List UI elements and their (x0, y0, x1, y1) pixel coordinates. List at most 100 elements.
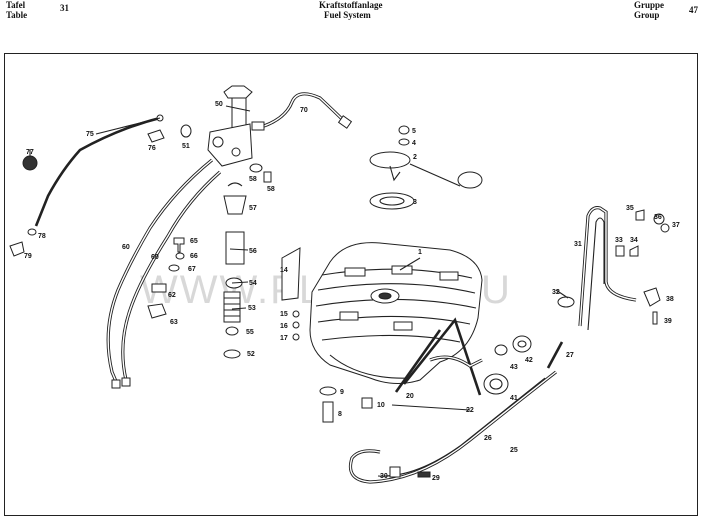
callout-78: 78 (38, 233, 46, 240)
callout-20: 20 (406, 393, 414, 400)
title-de: Kraftstoffanlage (319, 0, 383, 10)
callout-41: 41 (510, 395, 518, 402)
clip-30 (389, 466, 401, 478)
callout-77: 77 (26, 149, 34, 156)
callout-65: 65 (190, 238, 198, 245)
callout-50: 50 (215, 101, 223, 108)
callout-26: 26 (484, 435, 492, 442)
washer-9 (319, 386, 337, 396)
drain-plug-8 (322, 401, 334, 423)
nut-36 (653, 213, 665, 225)
callout-33: 33 (615, 237, 623, 244)
washer-52 (223, 349, 241, 359)
bolt-39 (652, 311, 658, 325)
callout-3: 3 (413, 199, 417, 206)
gasket-55 (225, 326, 239, 336)
diagram-frame (4, 53, 698, 516)
callout-22: 22 (466, 407, 474, 414)
bolt-58b (263, 171, 272, 183)
callout-2: 2 (413, 154, 417, 161)
filler-cap-42 (512, 335, 532, 353)
callout-10: 10 (377, 402, 385, 409)
fuel-level-sender-2 (369, 151, 411, 169)
callout-34: 34 (630, 237, 638, 244)
nut-5 (398, 125, 410, 135)
callout-54: 54 (249, 280, 257, 287)
callout-60b: 60 (151, 254, 159, 261)
callout-14: 14 (280, 267, 288, 274)
gruppe-label-de: Gruppe (634, 0, 665, 10)
callout-75: 75 (86, 131, 94, 138)
callout-62: 62 (168, 292, 176, 299)
callout-5: 5 (412, 128, 416, 135)
gasket-3 (369, 192, 415, 210)
callout-60a: 60 (122, 244, 130, 251)
callout-39: 39 (664, 318, 672, 325)
vent-line-75 (34, 116, 161, 227)
callout-9: 9 (340, 389, 344, 396)
sender-float (457, 171, 483, 189)
spacer-10 (361, 397, 373, 409)
connector-34 (629, 245, 639, 257)
shield-14 (281, 247, 301, 301)
bolt-27 (546, 341, 564, 369)
filler-neck-41 (483, 373, 509, 395)
callout-57: 57 (249, 205, 257, 212)
washer-58a (249, 163, 263, 173)
callout-53: 53 (248, 305, 256, 312)
callout-32: 32 (552, 289, 560, 296)
tank-strap-20 (394, 329, 442, 393)
filter-53 (223, 291, 241, 323)
vent-line-31 (578, 206, 637, 327)
fuel-line-25 (348, 370, 557, 484)
hose-fitting-70 (251, 121, 265, 131)
seal-ring-43 (494, 344, 508, 356)
callout-63: 63 (170, 319, 178, 326)
sleeve-29 (417, 471, 431, 478)
callout-66: 66 (190, 253, 198, 260)
plug-79 (9, 241, 25, 257)
callout-79: 79 (24, 253, 32, 260)
valve-33 (615, 245, 625, 257)
filter-element-56 (225, 231, 245, 265)
callout-58a: 58 (249, 176, 257, 183)
filter-cap-57 (223, 195, 247, 215)
callout-25: 25 (510, 447, 518, 454)
callouts: 1 2 3 4 5 8 9 10 14 15 16 17 20 22 25 26… (24, 101, 680, 482)
callout-16: 16 (280, 323, 288, 330)
screw-35 (635, 209, 645, 221)
washer-66 (175, 252, 185, 260)
page-header: Tafel Table 31 Kraftstoffanlage Fuel Sys… (0, 0, 704, 34)
callout-43: 43 (510, 364, 518, 371)
washer-4 (398, 138, 410, 146)
callout-55: 55 (246, 329, 254, 336)
bracket-63 (147, 303, 167, 319)
callout-56: 56 (249, 248, 257, 255)
elbow-38 (643, 287, 661, 307)
washer-37 (660, 223, 670, 233)
callout-42: 42 (525, 357, 533, 364)
callout-67: 67 (188, 266, 196, 273)
clip-62 (151, 283, 167, 293)
tafel-label-en: Table (6, 10, 28, 20)
callout-1: 1 (418, 249, 422, 256)
bolt-65 (173, 237, 185, 253)
callout-8: 8 (338, 411, 342, 418)
nut-17 (292, 333, 300, 341)
grommet-77 (22, 155, 38, 171)
fuel-tank (309, 242, 483, 384)
washer-16 (292, 321, 300, 329)
callout-17: 17 (280, 335, 288, 342)
group-number: 47 (689, 5, 698, 15)
rubber-ring-51 (180, 124, 192, 138)
callout-70: 70 (300, 107, 308, 114)
callout-52: 52 (247, 351, 255, 358)
tank-strap-22 (402, 317, 482, 396)
callout-76: 76 (148, 145, 156, 152)
fuel-line-26 (377, 377, 546, 477)
callout-37: 37 (672, 222, 680, 229)
title-en: Fuel System (324, 10, 371, 20)
fuel-pump-50 (207, 85, 253, 167)
callout-4: 4 (412, 140, 416, 147)
